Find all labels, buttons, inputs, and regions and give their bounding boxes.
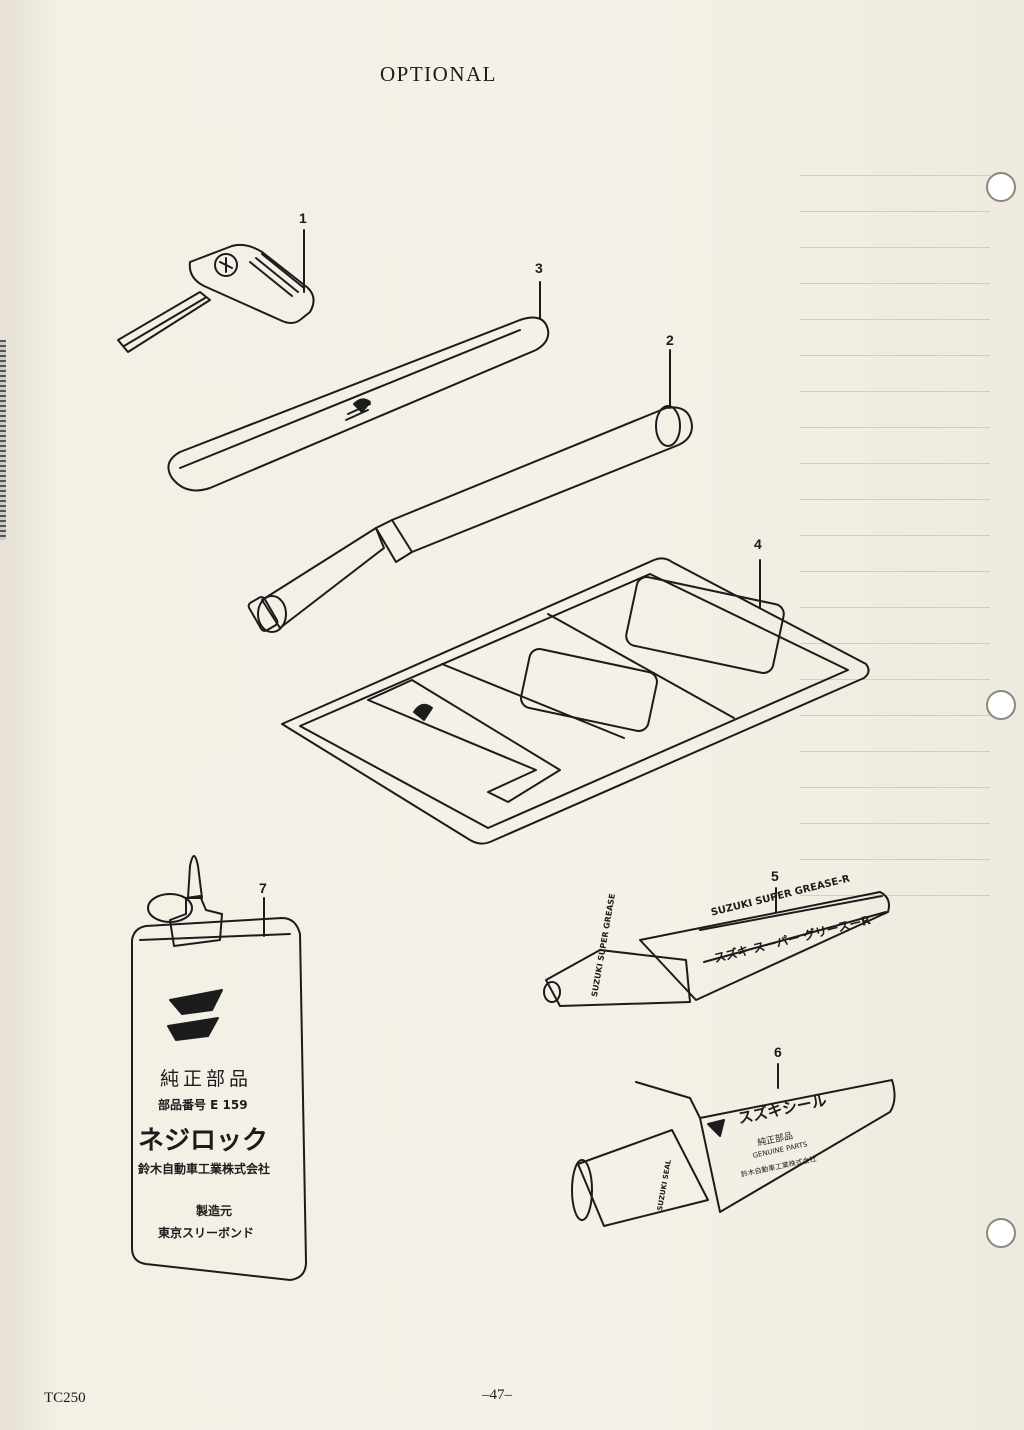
oil-can-label-line3: ネジロック (138, 1126, 269, 1156)
tire-lever-drawing (167, 316, 550, 492)
binder-hole (986, 172, 1016, 202)
model-label: TC250 (44, 1390, 86, 1406)
section-title: OPTIONAL (380, 62, 497, 86)
oil-can-label-line1: 純正部品 (160, 1068, 253, 1090)
callout-4: 4 (754, 536, 762, 552)
callout-3: 3 (535, 260, 543, 276)
binding-edge-marks (0, 340, 6, 540)
binder-hole (986, 1218, 1016, 1248)
callout-2: 2 (666, 332, 674, 348)
callout-7: 7 (259, 880, 267, 896)
grease-tube-drawing (543, 891, 890, 1007)
bleed-through-table (800, 175, 990, 905)
tool-bag-drawing (281, 557, 870, 845)
oil-can-label-line5: 製造元 (196, 1204, 233, 1218)
oil-can-label-line2: 部品番号 E 159 (158, 1098, 248, 1112)
binder-hole (986, 690, 1016, 720)
callout-5: 5 (771, 868, 779, 884)
seal-tube-drawing (571, 1079, 896, 1227)
oil-can-label-line6: 東京スリーボンド (158, 1226, 255, 1240)
callout-1: 1 (299, 210, 307, 226)
page-number: –47– (482, 1387, 512, 1403)
ignition-key-drawing (117, 243, 315, 353)
tire-pump-drawing (247, 405, 693, 633)
callout-6: 6 (774, 1044, 782, 1060)
oil-can-label-line4: 鈴木自動車工業株式会社 (138, 1162, 271, 1176)
